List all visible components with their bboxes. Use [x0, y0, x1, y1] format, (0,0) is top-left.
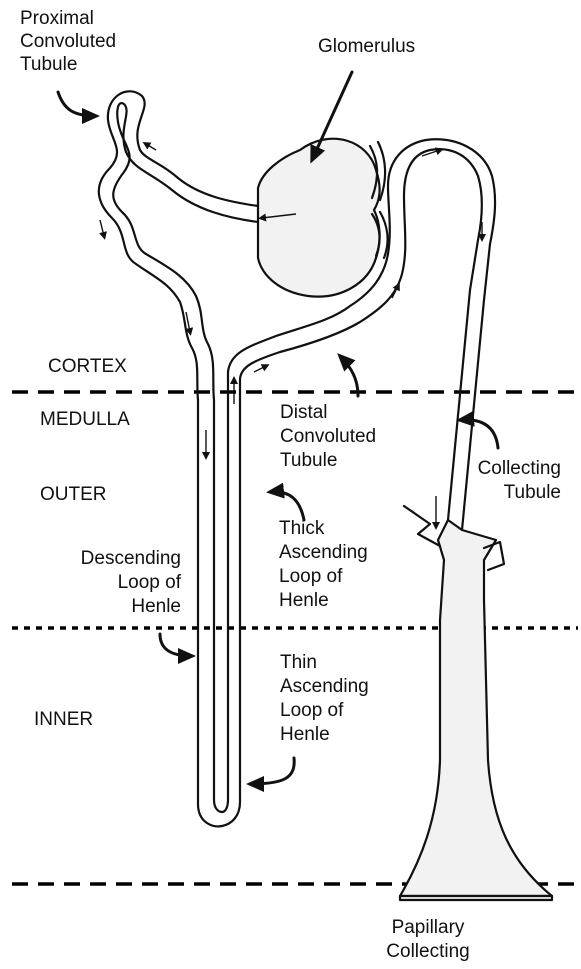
medulla-label: MEDULLA — [40, 409, 130, 430]
thin-ascending-pointer-icon — [250, 758, 294, 784]
distal-convoluted-tubule-label-line: Distal — [280, 402, 328, 423]
glomerulus-label-line: Glomerulus — [318, 36, 415, 57]
proximal-convoluted-tubule-label-line: Tubule — [20, 54, 77, 75]
distal-convoluted-tubule-label-line: Convoluted — [280, 426, 376, 447]
descending-loop-label-line: Loop of — [118, 572, 182, 593]
glomerulus-label: Glomerulus — [318, 36, 415, 57]
medulla-label-line: MEDULLA — [40, 409, 130, 430]
thick-ascending-pointer-icon — [270, 492, 304, 520]
proximal-convoluted-tubule-label-line: Convoluted — [20, 31, 116, 52]
glomerulus — [258, 139, 387, 297]
collecting-tubule-label-line: Tubule — [504, 482, 561, 503]
inner-label: INNER — [34, 709, 93, 730]
collecting-tubule-label-line: Collecting — [478, 458, 561, 479]
thick-ascending-loop-label-line: Ascending — [279, 542, 368, 563]
distal-pointer-icon — [340, 356, 358, 396]
papillary-collecting-label-line: Papillary — [392, 917, 465, 938]
cortex-label-line: CORTEX — [48, 356, 127, 377]
collecting-tubule-pointer-icon — [460, 420, 498, 448]
inner-label-line: INNER — [34, 709, 93, 730]
cortex-label: CORTEX — [48, 356, 127, 377]
thick-ascending-loop-label-line: Henle — [279, 590, 329, 611]
thin-ascending-loop-label-line: Thin — [280, 652, 317, 673]
distal-convoluted-tubule-label-line: Tubule — [280, 450, 337, 471]
thick-ascending-loop-label-line: Loop of — [279, 566, 343, 587]
thin-ascending-loop-label-line: Ascending — [280, 676, 369, 697]
thin-ascending-loop-label-line: Henle — [280, 724, 330, 745]
descending-loop-label-line: Descending — [81, 548, 181, 569]
descending-loop-label-line: Henle — [131, 596, 181, 617]
outer-label: OUTER — [40, 484, 107, 505]
proximal-convoluted-tubule-label-line: Proximal — [20, 8, 94, 29]
outer-label-line: OUTER — [40, 484, 107, 505]
thin-ascending-loop-label-line: Loop of — [280, 700, 344, 721]
proximal-convoluted-tubule — [99, 91, 258, 826]
collecting-duct — [400, 506, 552, 900]
papillary-collecting-label-line: Collecting — [386, 941, 469, 962]
descending-pointer-icon — [160, 634, 192, 656]
proximal-pointer-icon — [58, 92, 96, 116]
thick-ascending-loop-label-line: Thick — [279, 518, 325, 539]
